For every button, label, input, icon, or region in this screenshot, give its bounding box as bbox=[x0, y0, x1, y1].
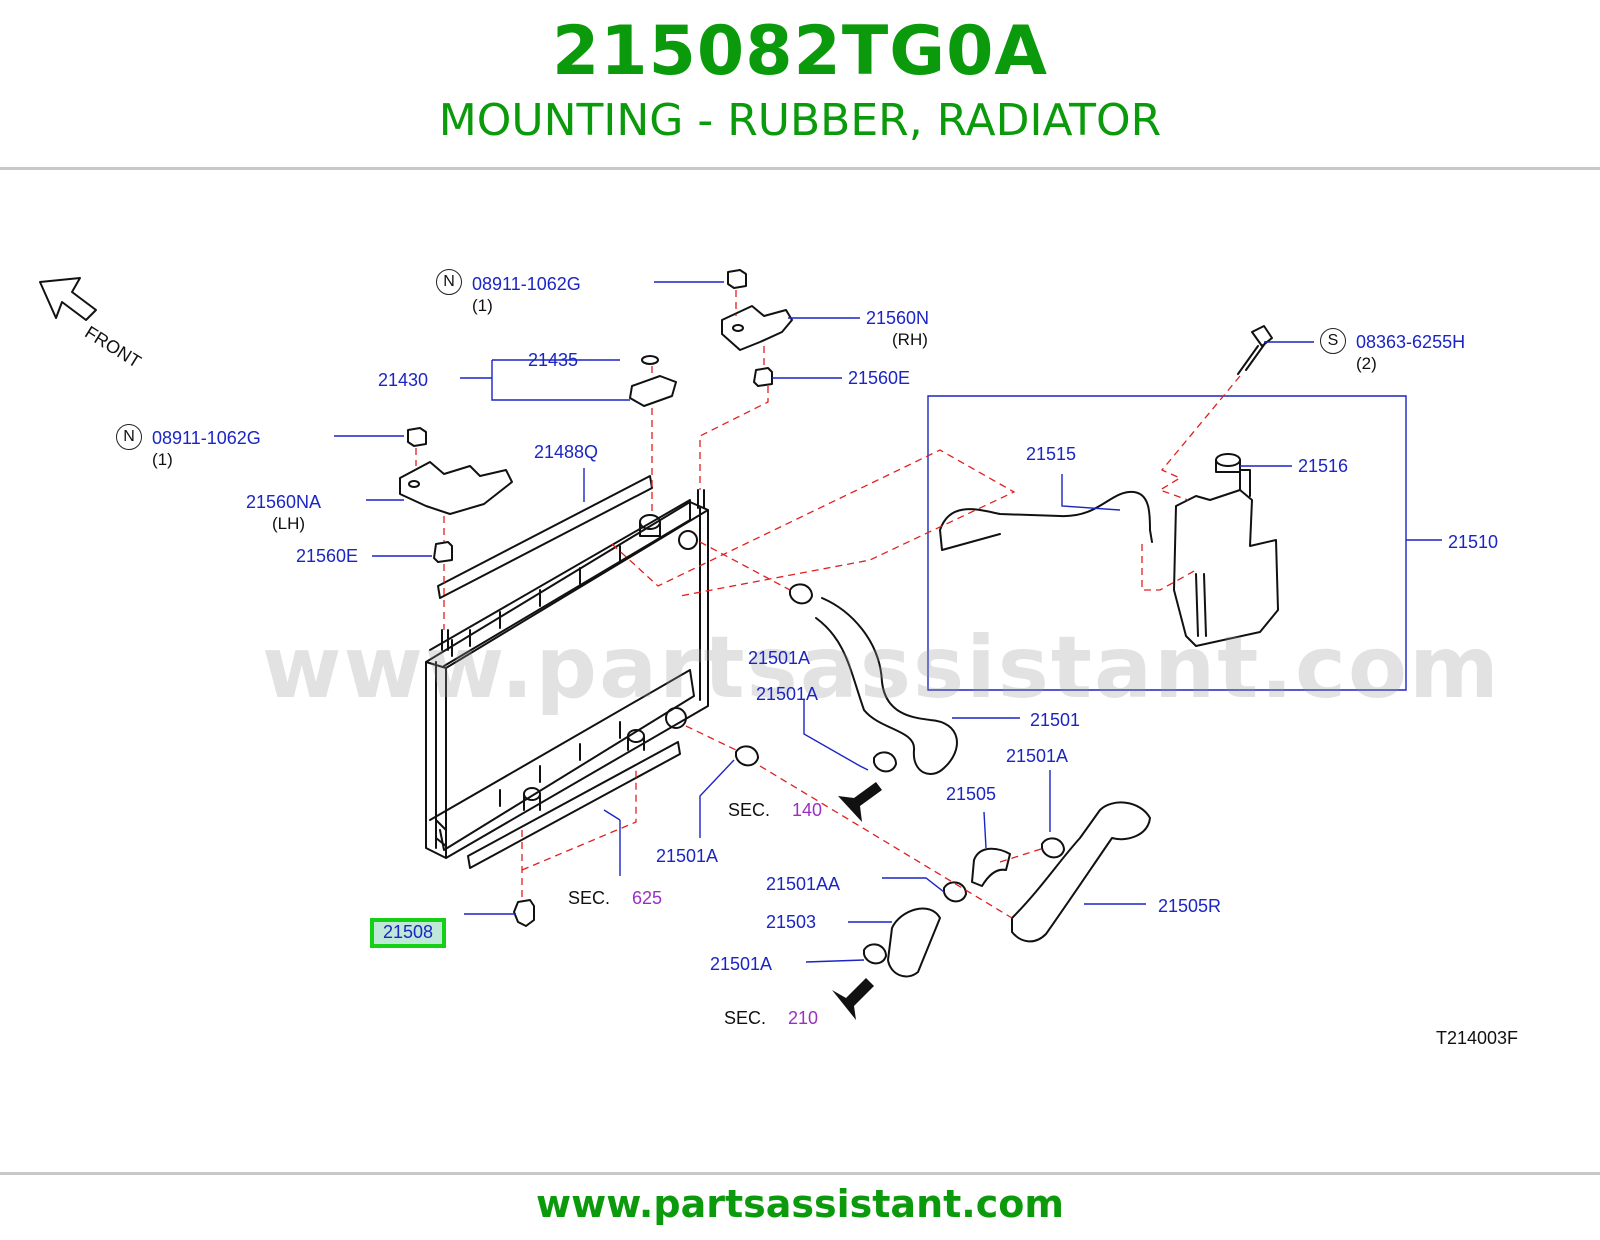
nut-left-drawing bbox=[407, 427, 427, 447]
sec-140-label: SEC. bbox=[728, 800, 771, 820]
footer-website-link[interactable]: www.partsassistant.com bbox=[536, 1182, 1064, 1226]
callout-21501a-lower[interactable]: 21501A bbox=[710, 954, 773, 974]
callout-21560e-left[interactable]: 21560E bbox=[296, 546, 359, 566]
callout-21435[interactable]: 21435 bbox=[528, 350, 579, 370]
callout-21430[interactable]: 21430 bbox=[378, 370, 429, 390]
clamp-21501AA-drawing bbox=[943, 881, 967, 903]
part-number-title: 215082TG0A bbox=[551, 12, 1049, 91]
sec-210-arrow-icon bbox=[832, 978, 874, 1020]
callout-21505[interactable]: 21505 bbox=[946, 784, 997, 804]
callout-21488q[interactable]: 21488Q bbox=[534, 442, 599, 462]
clamp-21501A-mid-drawing bbox=[873, 751, 897, 773]
diagram-drawing bbox=[39, 269, 1442, 1020]
callout-21503[interactable]: 21503 bbox=[766, 912, 817, 932]
callout-08911-top-qty: (1) bbox=[472, 296, 493, 315]
front-arrow-icon bbox=[39, 277, 97, 321]
sec-210-number[interactable]: 210 bbox=[788, 1008, 819, 1028]
sec-210-label: SEC. bbox=[724, 1008, 767, 1028]
washer-21435-drawing bbox=[641, 355, 659, 365]
callout-21560n-side: (RH) bbox=[892, 330, 928, 349]
callout-21501aa[interactable]: 21501AA bbox=[766, 874, 841, 894]
clamp-21501A-21505R-drawing bbox=[1041, 837, 1065, 859]
callout-08911-1062g-left[interactable]: 08911-1062G bbox=[152, 428, 261, 448]
drawing-code: T214003F bbox=[1436, 1028, 1519, 1048]
radiator-core-drawing bbox=[425, 489, 709, 859]
rubber-mount-left-drawing bbox=[433, 541, 453, 563]
callout-21501a-right[interactable]: 21501A bbox=[1006, 746, 1069, 766]
hose-21505-drawing bbox=[971, 847, 1011, 887]
nut-top-drawing bbox=[727, 269, 747, 289]
hose-21503-drawing bbox=[887, 907, 941, 978]
bracket-rh-drawing bbox=[721, 305, 793, 351]
callout-21501a-upper[interactable]: 21501A bbox=[748, 648, 811, 668]
callout-21560na[interactable]: 21560NA bbox=[246, 492, 322, 512]
callout-21560n[interactable]: 21560N bbox=[866, 308, 930, 328]
bracket-lh-drawing bbox=[399, 461, 513, 515]
leader-lines bbox=[334, 281, 1442, 963]
n-prefix-badge: N bbox=[436, 269, 462, 295]
n-prefix-badge: N bbox=[116, 424, 142, 450]
callout-08911-left-qty: (1) bbox=[152, 450, 173, 469]
highlighted-part-box bbox=[370, 918, 446, 948]
rubber-mount-right-drawing bbox=[753, 367, 773, 387]
upper-hose-21501-drawing bbox=[815, 597, 958, 775]
overflow-hose-21515-drawing bbox=[939, 490, 1153, 551]
clamp-21501A-upper-drawing bbox=[789, 583, 813, 605]
s-prefix-badge: S bbox=[1320, 328, 1346, 354]
bolt-08363-drawing bbox=[1237, 325, 1273, 375]
callout-21560e-right[interactable]: 21560E bbox=[848, 368, 911, 388]
callout-21508-highlighted[interactable]: 21508 bbox=[382, 922, 434, 942]
hose-21505R-drawing bbox=[1011, 801, 1151, 943]
callout-21516[interactable]: 21516 bbox=[1298, 456, 1349, 476]
callout-21510[interactable]: 21510 bbox=[1448, 532, 1499, 552]
callout-21501[interactable]: 21501 bbox=[1030, 710, 1081, 730]
callout-21505r[interactable]: 21505R bbox=[1158, 896, 1222, 916]
header-divider bbox=[0, 167, 1600, 170]
reservoir-tank-drawing bbox=[1173, 489, 1279, 647]
exploded-parts-diagram: www.partsassistant.com FRONT N 08911-106… bbox=[0, 170, 1600, 1170]
sec-625-label: SEC. bbox=[568, 888, 611, 908]
footer-divider bbox=[0, 1172, 1600, 1175]
lower-seal-strip-drawing bbox=[467, 741, 681, 869]
sec-140-number[interactable]: 140 bbox=[792, 800, 823, 820]
sec-140-arrow-icon bbox=[838, 782, 882, 822]
callout-21501a-mid[interactable]: 21501A bbox=[756, 684, 819, 704]
watermark-text: www.partsassistant.com bbox=[262, 618, 1501, 718]
upper-seal-strip-drawing bbox=[437, 475, 653, 599]
callout-08363-qty: (2) bbox=[1356, 354, 1377, 373]
clamp-21501A-sec140-drawing bbox=[735, 745, 759, 767]
callout-21515[interactable]: 21515 bbox=[1026, 444, 1077, 464]
callout-08363-6255h[interactable]: 08363-6255H bbox=[1356, 332, 1466, 352]
callout-21501a-sec140[interactable]: 21501A bbox=[656, 846, 719, 866]
clamp-21501A-lower-drawing bbox=[863, 943, 887, 965]
cap-plate-21430-drawing bbox=[629, 375, 677, 407]
section-arrows bbox=[832, 782, 882, 1020]
rubber-mount-21508-drawing bbox=[513, 899, 535, 927]
part-name-subtitle: MOUNTING - RUBBER, RADIATOR bbox=[438, 95, 1162, 146]
callout-08911-1062g-top[interactable]: 08911-1062G bbox=[472, 274, 581, 294]
dashed-assembly-lines bbox=[415, 290, 1241, 919]
callout-21560na-side: (LH) bbox=[272, 514, 306, 533]
page-header: 215082TG0A MOUNTING - RUBBER, RADIATOR bbox=[0, 0, 1600, 168]
sec-625-number[interactable]: 625 bbox=[632, 888, 663, 908]
